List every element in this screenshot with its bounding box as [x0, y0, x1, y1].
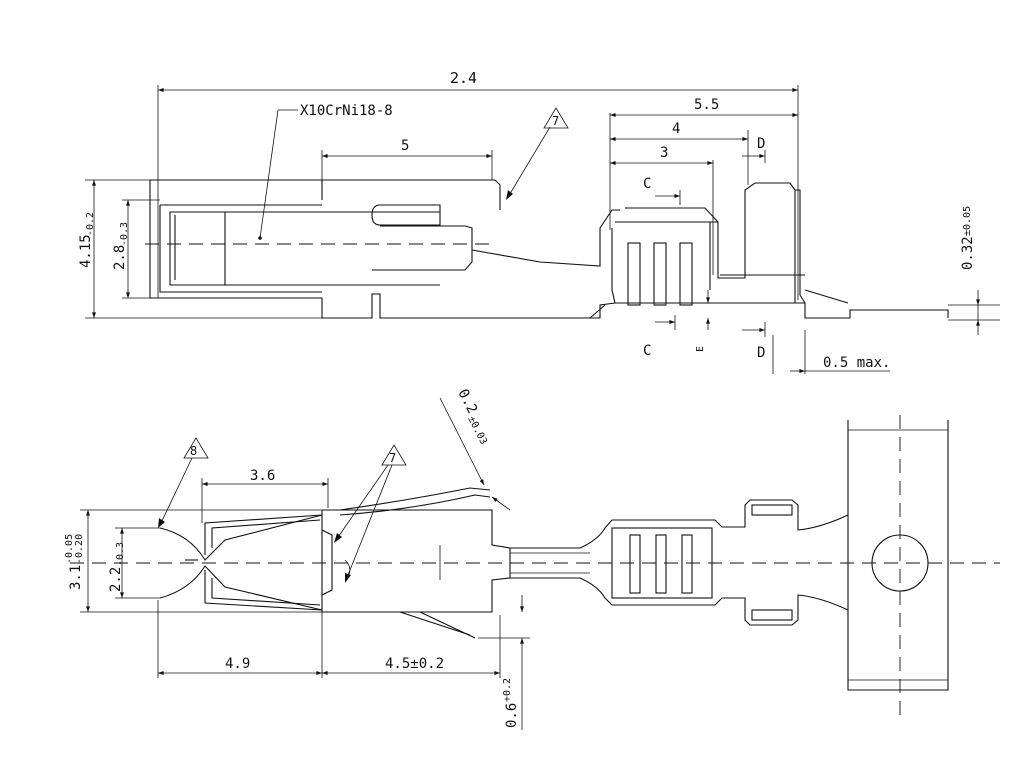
dim-3-1: 3.1 -0.05 -0.20	[64, 534, 85, 590]
svg-text:-0.05: -0.05	[64, 534, 75, 564]
material-label: X10CrNi18-8	[300, 103, 393, 119]
note-8: 8	[190, 444, 197, 458]
svg-text:2.2: 2.2	[108, 567, 124, 592]
svg-text:+0.2: +0.2	[502, 678, 513, 702]
svg-text:±0.05: ±0.05	[962, 206, 973, 236]
svg-text:3.1: 3.1	[68, 565, 84, 590]
dim-4-15: 4.15 -0.2	[78, 212, 96, 268]
dim-5: 5	[401, 138, 409, 154]
dim-4-5: 4.5±0.2	[385, 656, 444, 672]
svg-text:0.2: 0.2	[454, 387, 480, 417]
dim-thickness: 0.32 ±0.05	[960, 206, 976, 270]
dim-0-6: 0.6 +0.2	[502, 678, 520, 728]
plan-view: 8 7 3.6 4.9 4.5±0.2 3.1 -0.05 -0.20 2.2 …	[64, 387, 1000, 730]
dim-3-6: 3.6	[250, 468, 275, 484]
dim-4-9: 4.9	[225, 656, 250, 672]
section-c-bottom: C	[643, 343, 651, 359]
dim-half-max: 0.5 max.	[823, 355, 890, 371]
dim-4: 4	[672, 121, 680, 137]
note-7-top: 7	[552, 114, 559, 128]
dim-2-8: 2.8 -0.3	[112, 222, 130, 270]
dim-wire-thickness: 0.2 ±0.03	[454, 387, 488, 447]
svg-text:±0.03: ±0.03	[465, 415, 488, 447]
dim-3: 3	[660, 145, 668, 161]
svg-text:2.8: 2.8	[112, 245, 128, 270]
svg-text:-0.2: -0.2	[85, 212, 96, 236]
svg-text:0.6: 0.6	[504, 703, 520, 728]
dim-overall-length: 2.4	[450, 69, 477, 87]
svg-text:0.32: 0.32	[960, 236, 976, 270]
section-d-bottom: D	[757, 345, 765, 361]
section-c-top: C	[643, 176, 651, 192]
svg-text:4.15: 4.15	[78, 234, 94, 268]
dim-2-2: 2.2 -0.3	[108, 542, 126, 592]
svg-text:-0.3: -0.3	[119, 222, 130, 246]
svg-text:-0.3: -0.3	[115, 542, 126, 566]
dim-5-5: 5.5	[694, 97, 719, 113]
side-view: 2.4 5.5 4 3 5 X10CrNi18-8 7 C C D D E 0.…	[78, 69, 1000, 374]
section-d-top: D	[757, 136, 765, 152]
note-7-bottom: 7	[389, 451, 396, 465]
section-e: E	[695, 346, 706, 352]
svg-text:-0.20: -0.20	[74, 534, 85, 564]
